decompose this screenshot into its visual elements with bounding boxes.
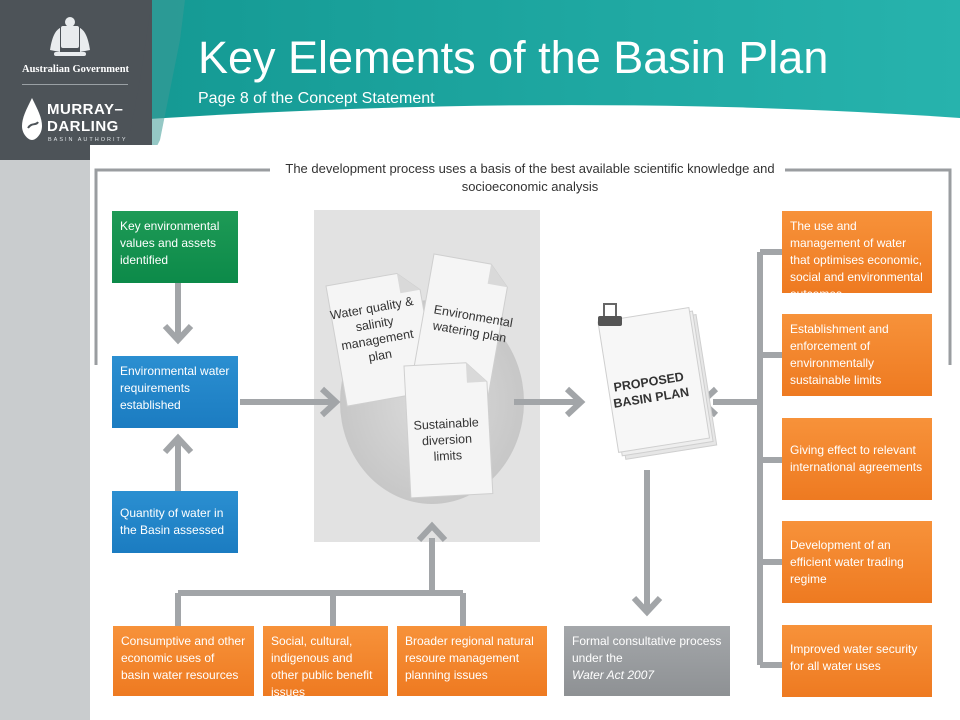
box-environmental-values: Key environmental values and assets iden… — [112, 211, 238, 283]
proposed-plan-stack — [597, 307, 718, 460]
arrow-up-env-req — [162, 433, 194, 455]
arrow-down-consultative — [631, 595, 663, 617]
logo-divider — [22, 84, 128, 85]
page-title: Key Elements of the Basin Plan — [198, 32, 829, 83]
box-use-and-management: The use and management of water that opt… — [782, 211, 932, 301]
box-quantity-of-water: Quantity of water in the Basin assessed — [112, 491, 238, 553]
government-name: Australian Government — [22, 64, 130, 75]
logo-panel: Australian Government MURRAY– DARLING BA… — [0, 0, 152, 160]
label-sustainable-diversion-limits: Sustainable diversion limits — [413, 415, 480, 464]
diagram-heading: The development process uses a basis of … — [276, 160, 784, 196]
document-environmental-watering — [410, 253, 508, 397]
coat-of-arms-icon — [50, 17, 90, 56]
box-regional-nrm: Broader regional natural resoure managem… — [397, 626, 547, 696]
mdba-logo-icon — [22, 98, 42, 140]
page-subtitle: Page 8 of the Concept Statement — [198, 90, 435, 107]
consultative-text: Formal consultative process under the — [572, 634, 722, 665]
consultative-act: Water Act 2007 — [572, 668, 655, 682]
arrow-right-proposed — [564, 386, 586, 418]
arrow-right-center — [319, 386, 341, 418]
paper-clip-icon — [598, 303, 622, 326]
box-environmental-water-requirements: Environmental water requirements establi… — [112, 356, 238, 428]
arrow-up-center — [416, 521, 448, 543]
mdba-name-line3: BASIN AUTHORITY — [48, 137, 128, 143]
document-sustainable-diversion — [403, 362, 494, 499]
box-sustainable-limits: Establishment and enforcement of environ… — [782, 314, 932, 396]
logo-shapes — [0, 0, 152, 160]
box-formal-consultative: Formal consultative process under the Wa… — [564, 626, 730, 696]
arrow-down-env-req — [162, 323, 194, 345]
box-international-agreements: Giving effect to relevant international … — [782, 418, 932, 500]
box-water-trading: Development of an efficient water tradin… — [782, 521, 932, 603]
mdba-name-line2: DARLING — [47, 118, 119, 135]
process-bracket — [94, 168, 952, 365]
box-consumptive-uses: Consumptive and other economic uses of b… — [113, 626, 254, 696]
box-water-security: Improved water security for all water us… — [782, 625, 932, 697]
mdba-name-line1: MURRAY– — [47, 101, 124, 118]
box-social-cultural: Social, cultural, indigenous and other p… — [263, 626, 388, 699]
